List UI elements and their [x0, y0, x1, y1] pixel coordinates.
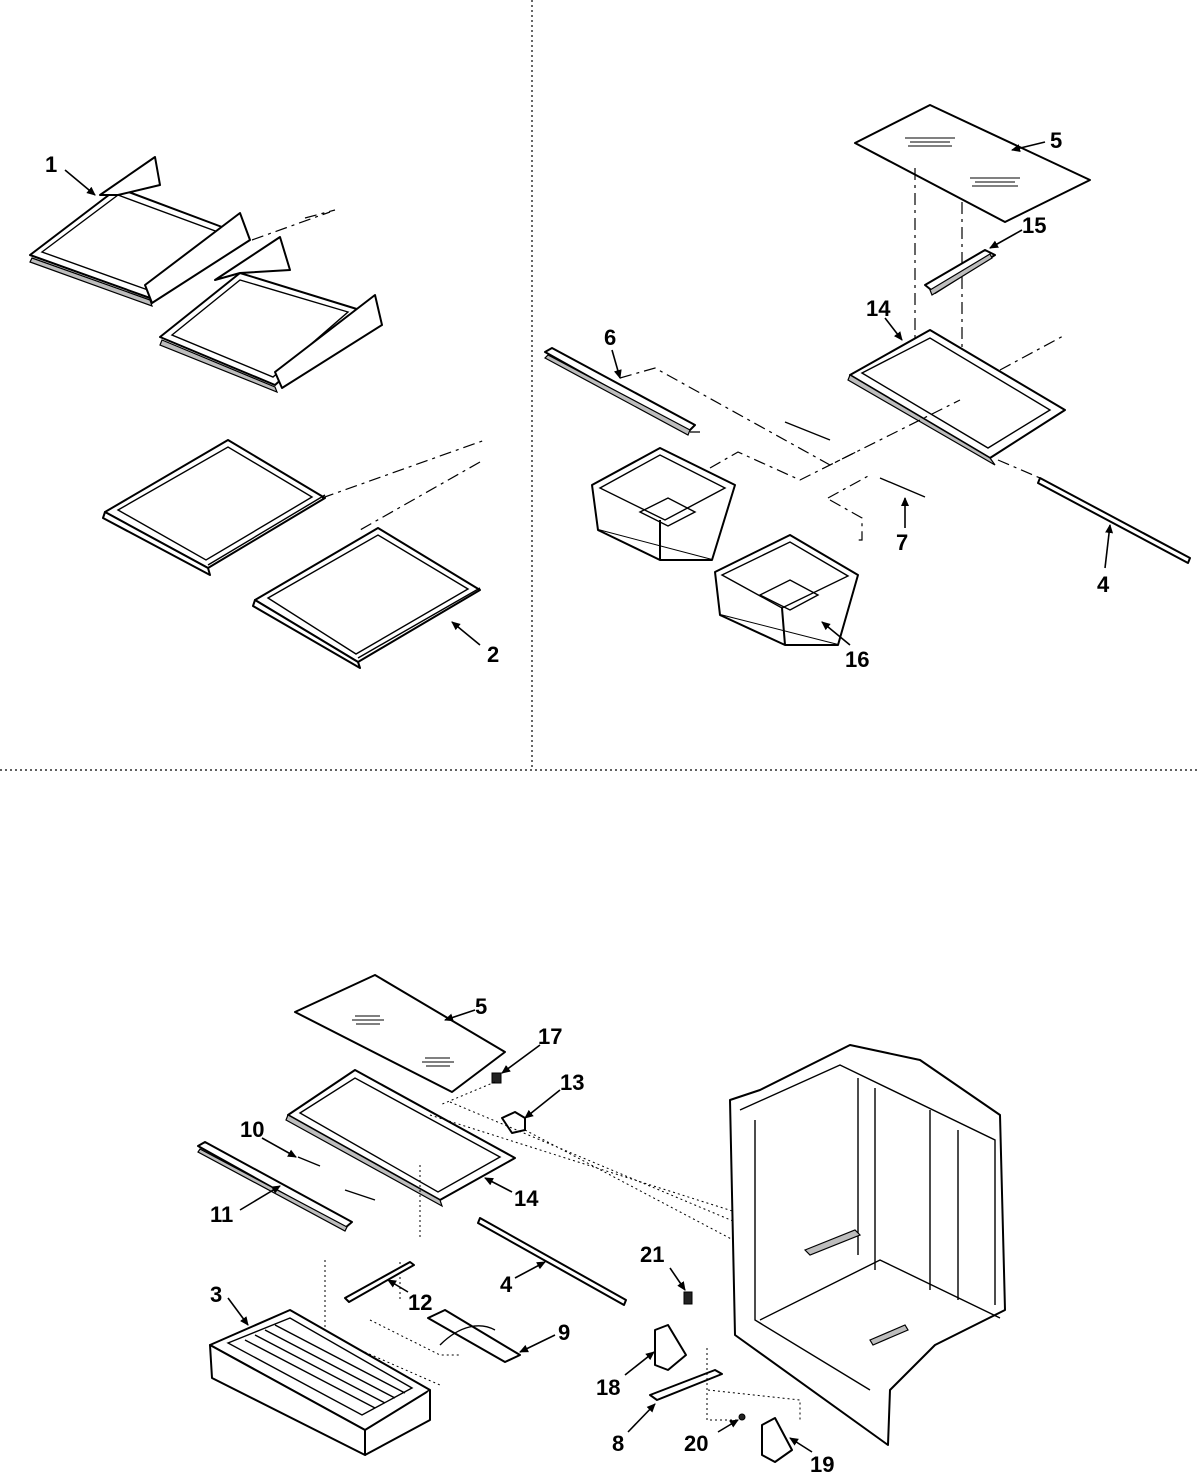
assembly-line — [321, 439, 486, 531]
callout-6: 6 — [604, 325, 616, 350]
cover-9 — [427, 1309, 521, 1363]
callout-7: 7 — [896, 530, 908, 555]
screw-20 — [738, 1413, 746, 1421]
callout-12: 12 — [408, 1290, 432, 1315]
callout-16: 16 — [845, 647, 869, 672]
callout-17: 17 — [538, 1024, 562, 1049]
leader-12 — [387, 1279, 409, 1293]
clip-upper — [784, 421, 831, 441]
support-19 — [761, 1417, 793, 1463]
callout-13: 13 — [560, 1070, 584, 1095]
leader-10 — [261, 1137, 297, 1158]
leader-11 — [239, 1185, 281, 1211]
leader-3 — [227, 1297, 249, 1326]
leader-13 — [524, 1089, 561, 1119]
callout-5-top: 5 — [1050, 128, 1062, 153]
leader-4-right — [1104, 524, 1114, 569]
bar-8 — [649, 1369, 723, 1401]
glass-shelf-top — [854, 104, 1091, 223]
shelf-lower-left — [102, 439, 326, 576]
leader-21 — [669, 1267, 686, 1291]
leader-6 — [611, 349, 622, 379]
leader-15 — [989, 229, 1023, 249]
assembly-line — [709, 449, 861, 481]
callout-14-bottom: 14 — [514, 1186, 539, 1211]
leader-5-top — [1011, 141, 1046, 153]
leader-2 — [451, 621, 481, 646]
rail-15 — [924, 249, 996, 296]
assembly-line — [619, 367, 961, 466]
callout-18: 18 — [596, 1375, 620, 1400]
leader-19 — [789, 1437, 813, 1453]
leader-20 — [717, 1419, 739, 1433]
leader-1 — [64, 169, 96, 196]
shelf-upper-right — [159, 236, 383, 394]
crisper-upper — [591, 447, 736, 561]
freezer-liner — [729, 1044, 1006, 1446]
glass-shelf-bottom — [294, 974, 506, 1093]
callout-5-bottom: 5 — [475, 994, 487, 1019]
screw-21 — [683, 1291, 693, 1305]
leader-16 — [821, 621, 851, 646]
callout-11: 11 — [210, 1202, 233, 1227]
callout-4-bottom: 4 — [500, 1272, 513, 1297]
crisper-16 — [714, 534, 859, 646]
assembly-line — [706, 1348, 801, 1421]
leader-18 — [624, 1351, 655, 1376]
clip-7 — [879, 477, 926, 498]
callout-3: 3 — [210, 1282, 222, 1307]
rod-4-bottom — [477, 1217, 627, 1306]
leader-9 — [519, 1334, 556, 1353]
shelf-lower-right — [252, 527, 481, 669]
callout-15: 15 — [1022, 213, 1046, 238]
callout-20: 20 — [684, 1431, 708, 1456]
callout-9: 9 — [558, 1320, 570, 1345]
leader-4-bottom — [514, 1261, 546, 1279]
assembly-line — [827, 474, 871, 541]
assembly-line — [914, 168, 963, 400]
shelf-frame-14-bottom — [285, 1069, 516, 1208]
assembly-line — [429, 1081, 791, 1271]
support-18 — [654, 1324, 687, 1371]
leader-17 — [501, 1044, 541, 1074]
callout-21: 21 — [640, 1242, 664, 1267]
leader-14-bottom — [484, 1177, 513, 1193]
callout-19: 19 — [810, 1452, 834, 1474]
assembly-line — [997, 334, 1066, 479]
slide-10 — [297, 1156, 376, 1201]
callout-14-top: 14 — [866, 296, 891, 321]
leader-5-bottom — [444, 1009, 476, 1022]
clip-17 — [491, 1072, 502, 1084]
shelf-upper-left — [29, 156, 251, 307]
callout-4-right: 4 — [1097, 572, 1110, 597]
callout-1: 1 — [45, 152, 57, 177]
leader-14-top — [884, 317, 903, 341]
crisper-pan-3 — [209, 1309, 431, 1456]
callout-10: 10 — [240, 1117, 264, 1142]
bracket-13 — [501, 1111, 526, 1134]
slide-12 — [344, 1261, 415, 1303]
shelf-frame-14-top — [847, 329, 1066, 466]
rod-4-right — [1037, 477, 1191, 564]
assembly-line — [251, 209, 336, 241]
callout-2: 2 — [487, 642, 499, 667]
strip-6 — [544, 347, 696, 436]
leader-8 — [627, 1403, 656, 1433]
callout-8: 8 — [612, 1431, 624, 1456]
